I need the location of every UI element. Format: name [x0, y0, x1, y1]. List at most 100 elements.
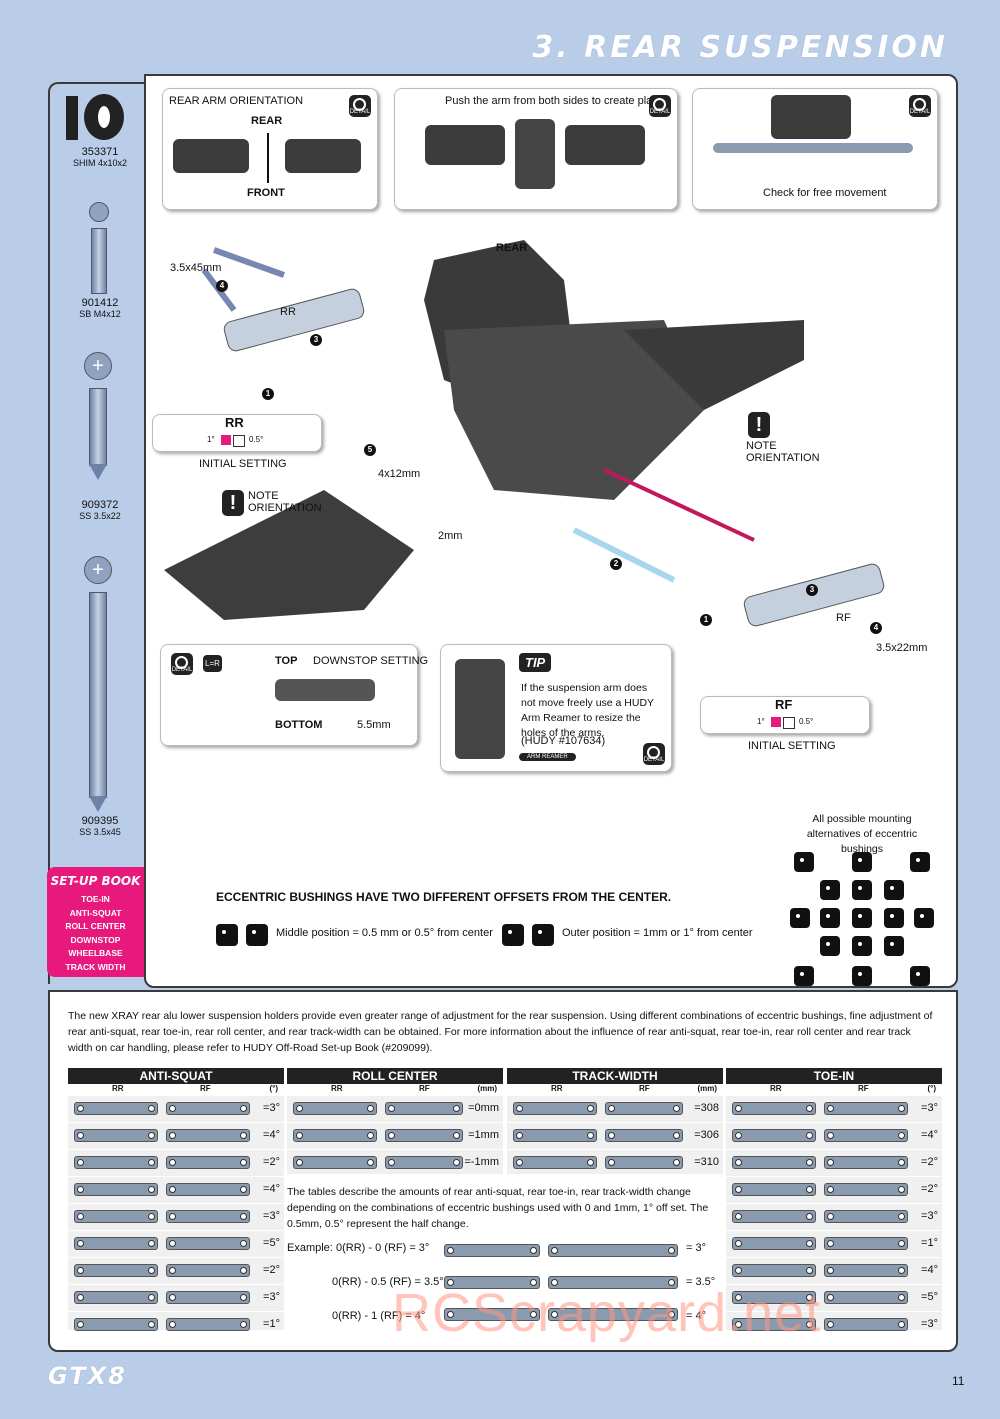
example-result: = 4°: [686, 1310, 706, 1322]
table-value: =2°: [921, 1183, 938, 1195]
brand-logo: GTX8: [48, 1362, 127, 1390]
top-label: TOP: [275, 655, 298, 667]
rf-holder-icon: [166, 1291, 250, 1304]
rf-holder-icon: [548, 1276, 678, 1289]
box-caption: Check for free movement: [763, 187, 887, 199]
col-rr: RR: [551, 1084, 563, 1093]
page-number: 11: [952, 1374, 965, 1388]
rf-setting-label: RF: [775, 697, 793, 712]
col-unit: (°): [269, 1084, 278, 1093]
arm-left-image: [173, 139, 249, 173]
table-value: =0mm: [468, 1102, 499, 1114]
table-toe-in: TOE-IN RR RF (°) =3° =4° =2° =2° =3° =1°…: [726, 1068, 942, 1331]
part-name: SB M4x12: [79, 309, 121, 319]
table-row: =1°: [68, 1311, 284, 1338]
rr-holder-icon: [74, 1291, 158, 1304]
arm-left-image: [425, 125, 505, 165]
warning-icon: !: [222, 490, 244, 516]
rf-label: RF: [836, 612, 851, 624]
rf-holder-icon: [824, 1183, 908, 1196]
rf-holder-icon: [605, 1156, 683, 1169]
table-value: =2°: [921, 1156, 938, 1168]
step-number: 1: [262, 388, 274, 400]
bushing-icon: [794, 966, 814, 986]
sidebar-outline: [48, 82, 146, 984]
col-unit: (°): [927, 1084, 936, 1093]
push-arm-box: Push the arm from both sides to create p…: [394, 88, 678, 210]
rr-holder-icon: [732, 1129, 816, 1142]
step-number: 4: [216, 280, 228, 292]
rf-holder-icon: [166, 1264, 250, 1277]
table-value: =3°: [263, 1210, 280, 1222]
warning-icon: !: [748, 412, 770, 438]
rear-arm-orientation-box: REAR ARM ORIENTATION DETAIL REAR FRONT: [162, 88, 378, 210]
example-formula: 0(RR) - 0.5 (RF) = 3.5°: [332, 1276, 444, 1288]
rr-holder-icon: [74, 1318, 158, 1331]
section-title: 3. REAR SUSPENSION: [532, 30, 948, 65]
table-row: =308: [507, 1095, 723, 1122]
screw-size-label: 3.5x22mm: [876, 642, 928, 654]
rf-holder-icon: [824, 1210, 908, 1223]
step-number: 3: [310, 334, 322, 346]
screw-short-icon: +: [84, 352, 112, 482]
table-row: =5°: [68, 1230, 284, 1257]
rf-holder-icon: [548, 1244, 678, 1257]
bushing-icon: [910, 852, 930, 872]
rr-holder-icon: [444, 1276, 540, 1289]
table-anti-squat: ANTI-SQUAT RR RF (°) =3° =4° =2° =4° =3°…: [68, 1068, 284, 1331]
example-formula: 0(RR) - 0 (RF) = 3°: [336, 1242, 430, 1254]
part-name: SS 3.5x45: [79, 827, 121, 837]
arm-reamer-label: ARM REAMER: [519, 753, 576, 761]
example-result: = 3.5°: [686, 1276, 716, 1288]
table-row: =306: [507, 1122, 723, 1149]
table-row: =2°: [726, 1176, 942, 1203]
rf-holder-icon: [166, 1237, 250, 1250]
bushing-icon: [884, 936, 904, 956]
intro-text: The new XRAY rear alu lower suspension h…: [68, 1010, 933, 1054]
step-number: 1: [700, 614, 712, 626]
setting-swatch: [233, 435, 245, 447]
col-rf: RF: [639, 1084, 650, 1093]
tip-code: (HUDY #107634): [521, 735, 606, 747]
rr-holder-icon: [444, 1308, 540, 1321]
col-rf: RF: [419, 1084, 430, 1093]
initial-setting-label: INITIAL SETTING: [199, 458, 287, 470]
rr-holder-icon: [732, 1102, 816, 1115]
rf-holder-icon: [548, 1308, 678, 1321]
part-shim: 353371 SHIM 4x10x2: [56, 147, 144, 169]
direction-arrow: [267, 133, 269, 183]
rr-holder-icon: [513, 1129, 597, 1142]
example-result: = 3°: [686, 1242, 706, 1254]
bushing-icon: [852, 852, 872, 872]
table-row: =310: [507, 1149, 723, 1176]
part-screw-short: 909372 SS 3.5x22: [56, 500, 144, 522]
setup-book-item: WHEELBASE: [68, 948, 123, 958]
rf-holder-icon: [385, 1129, 463, 1142]
table-value: =306: [694, 1129, 719, 1141]
setup-book-title: SET-UP BOOK: [50, 874, 141, 888]
part-number: 353371: [81, 146, 119, 158]
shim-size-label: 2mm: [438, 530, 463, 542]
col-rf: RF: [858, 1084, 869, 1093]
bushing-icon: [820, 880, 840, 900]
rf-holder-icon: [166, 1129, 250, 1142]
bushing-icon: [914, 908, 934, 928]
col-unit: (mm): [477, 1084, 497, 1093]
table-title: TRACK-WIDTH: [507, 1068, 723, 1084]
downstop-image: [275, 679, 375, 701]
setting-swatch: [221, 435, 231, 445]
bushing-outer-icon: [532, 924, 554, 946]
exploded-diagram: [164, 240, 885, 627]
col-rr: RR: [331, 1084, 343, 1093]
deg-1: 1°: [757, 717, 765, 726]
table-value: =3°: [921, 1102, 938, 1114]
detail-icon: DETAIL: [649, 95, 671, 117]
part-number: 909395: [81, 815, 119, 827]
col-unit: (mm): [697, 1084, 717, 1093]
screw-long-icon: +: [84, 556, 112, 816]
rr-holder-icon: [732, 1264, 816, 1277]
example-formula: 0(RR) - 1 (RF) = 4°: [332, 1310, 426, 1322]
table-row: =4°: [726, 1257, 942, 1284]
bushing-middle-icon: [216, 924, 238, 946]
table-value: =1°: [921, 1237, 938, 1249]
